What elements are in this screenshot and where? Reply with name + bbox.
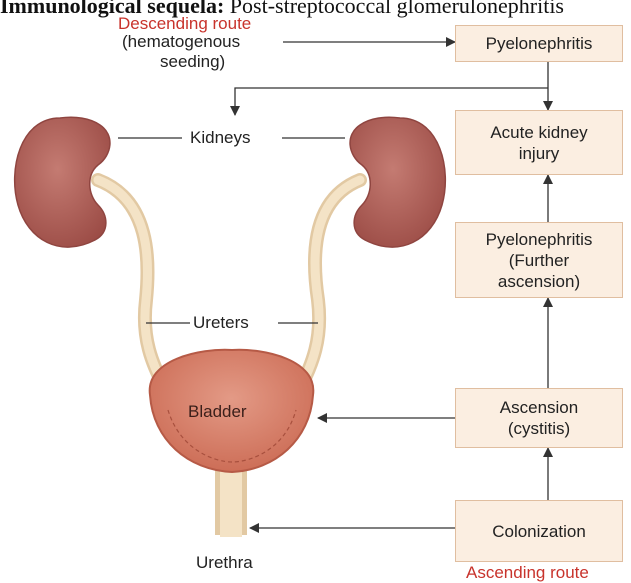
box-pyelonephritis-top-text: Pyelonephritis [486,33,593,54]
ureters-label: Ureters [193,313,249,333]
box-ascension-line1: Ascension [500,397,578,418]
ascending-route-title: Ascending route [466,563,589,583]
box-pyelo-further-line2: (Further [509,250,569,271]
box-ascension-line2: (cystitis) [508,418,570,439]
box-colonization: Colonization [455,500,623,562]
box-pyelonephritis-top: Pyelonephritis [455,25,623,62]
descending-route-line1: (hematogenous [122,32,240,52]
urethra-label: Urethra [196,553,253,573]
descending-route-title: Descending route [118,14,251,34]
descending-route-line2: seeding) [160,52,225,72]
box-colonization-text: Colonization [492,521,586,542]
box-acute-kidney-injury: Acute kidney injury [455,110,623,175]
box-pyelo-further-line1: Pyelonephritis [486,229,593,250]
box-aki-line2: injury [519,143,560,164]
kidneys-label: Kidneys [190,128,250,148]
box-ascension-cystitis: Ascension (cystitis) [455,388,623,448]
bladder-label: Bladder [188,402,247,422]
box-aki-line1: Acute kidney [490,122,587,143]
box-pyelonephritis-further: Pyelonephritis (Further ascension) [455,222,623,298]
box-pyelo-further-line3: ascension) [498,271,580,292]
